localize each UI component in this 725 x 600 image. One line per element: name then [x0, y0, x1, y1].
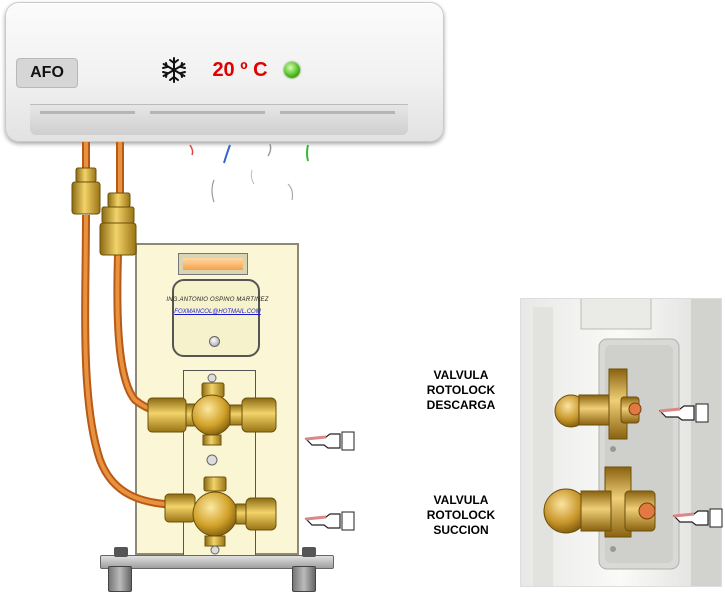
power-led-indicator	[284, 62, 300, 78]
air-outlet-vent	[30, 104, 408, 135]
pointing-hand-icon	[658, 403, 709, 423]
base-bolt	[114, 547, 128, 557]
label-line: SUCCION	[433, 523, 489, 537]
author-email: FOXMANCOL@HOTMAIL.COM	[174, 309, 261, 315]
author-name: ING.ANTONIO OSPINO MARTINEZ	[166, 297, 269, 303]
base-bolt	[302, 547, 316, 557]
base-foot	[292, 566, 316, 592]
label-line: ROTOLOCK	[426, 508, 496, 522]
pointing-hand-icon	[304, 431, 355, 451]
airflow-lines	[189, 143, 309, 203]
discharge-pipe	[113, 142, 181, 418]
base-rail	[100, 555, 334, 569]
label-line: VALVULA	[433, 368, 489, 382]
temperature-display: 20 º C	[212, 58, 268, 81]
valve-photo	[520, 298, 722, 587]
brand-badge: AFO	[16, 58, 78, 88]
pointing-hand-icon	[672, 508, 723, 528]
nameplate-window	[178, 253, 248, 275]
label-line: DESCARGA	[426, 398, 496, 412]
base-foot	[108, 566, 132, 592]
suction-valve-label: VALVULA ROTOLOCK SUCCION	[406, 493, 516, 538]
discharge-valve-label: VALVULA ROTOLOCK DESCARGA	[406, 368, 516, 413]
cover-screw	[209, 336, 220, 347]
pointing-hand-icon	[304, 511, 355, 531]
label-line: ROTOLOCK	[426, 383, 496, 397]
label-line: VALVULA	[433, 493, 489, 507]
discharge-valve	[147, 373, 277, 466]
suction-valve	[164, 476, 277, 555]
snowflake-icon	[160, 56, 188, 89]
